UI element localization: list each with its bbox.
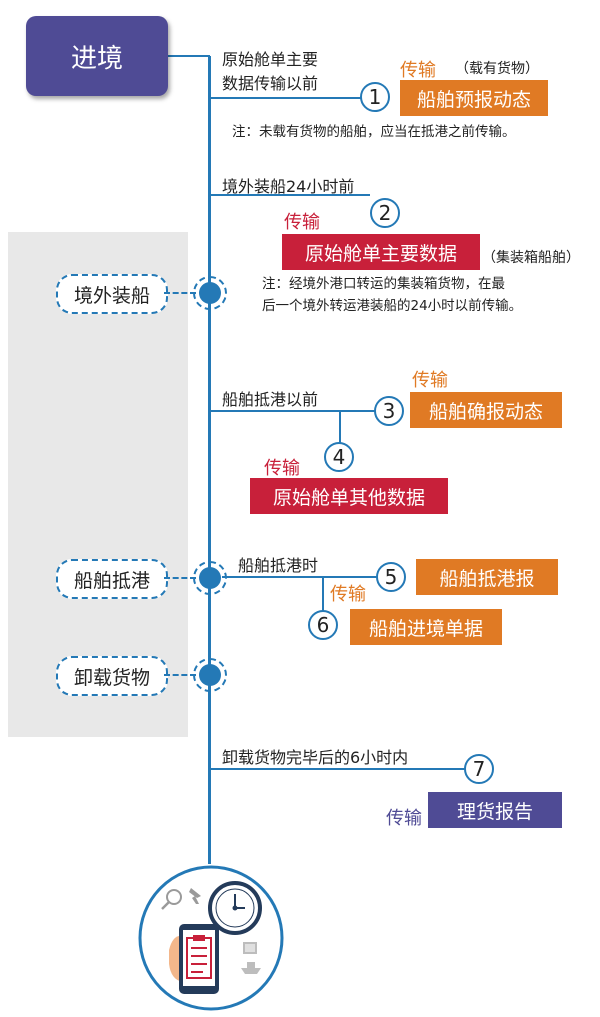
step1-condition: （载有货物） (455, 61, 539, 77)
stage-arrival-node (199, 567, 221, 589)
start-box: 进境 (26, 16, 168, 96)
step5-connector (222, 576, 378, 578)
step3-timing: 船舶抵港以前 (222, 390, 319, 409)
step4-connector (339, 411, 341, 443)
step5-number: 5 (376, 562, 406, 592)
step1-number: 1 (360, 82, 390, 112)
stage-loading-node (199, 282, 221, 304)
stage-loading-label: 境外装船 (56, 274, 168, 314)
stage-loading-ring (193, 276, 227, 310)
step5-tag: 传输 (330, 584, 366, 605)
step6-doc-box: 船舶进境单据 (350, 609, 502, 645)
clock-icon (208, 881, 262, 935)
step6-connector (322, 577, 324, 611)
step4-tag: 传输 (264, 458, 300, 479)
step3-connector (210, 410, 376, 412)
timeline-line (208, 56, 211, 864)
step1-connector (210, 97, 362, 99)
step2-tag: 传输 (284, 212, 320, 233)
stage-unloading-label: 卸载货物 (56, 656, 168, 696)
step2-number: 2 (370, 198, 400, 228)
step1-doc-box: 船舶预报动态 (400, 80, 548, 116)
step3-tag: 传输 (412, 370, 448, 391)
step2-doc-box: 原始舱单主要数据 (282, 234, 480, 270)
step6-number: 6 (308, 610, 338, 640)
stage-loading-connector (164, 292, 196, 294)
step3-number: 3 (374, 396, 404, 426)
airplane-icon (189, 888, 201, 904)
stage-unloading-node (199, 664, 221, 686)
step4-number: 4 (324, 442, 354, 472)
stage-arrival-label: 船舶抵港 (56, 559, 168, 599)
ship-icon (241, 942, 261, 974)
stage-arrival-ring (193, 561, 227, 595)
loading-phase-panel (8, 232, 188, 737)
step1-note: 注：未载有货物的船舶，应当在抵港之前传输。 (232, 124, 516, 140)
step1-tag: 传输 (400, 60, 436, 81)
step1-timing-line2: 数据传输以前 (222, 74, 319, 93)
start-connector (168, 55, 210, 57)
step2-connector (210, 194, 370, 196)
step7-doc-box: 理货报告 (428, 792, 562, 828)
mobile-declaration-illustration (137, 864, 285, 1012)
step5-doc-box: 船舶抵港报 (416, 559, 558, 595)
step1-timing-line1: 原始舱单主要 (222, 50, 319, 69)
step2-condition: （集装箱船舶） (482, 250, 580, 266)
magnifier-icon (161, 889, 182, 910)
step7-timing: 卸载货物完毕后的6小时内 (222, 748, 409, 767)
step2-timing: 境外装船24小时前 (222, 177, 355, 196)
step7-connector (210, 768, 466, 770)
step7-tag: 传输 (386, 808, 422, 829)
step7-number: 7 (464, 754, 494, 784)
step5-timing: 船舶抵港时 (238, 556, 319, 575)
step4-doc-box: 原始舱单其他数据 (250, 478, 448, 514)
checklist-icon (186, 935, 212, 979)
step3-doc-box: 船舶确报动态 (410, 392, 562, 428)
step2-note-line2: 后一个境外转运港装船的24小时以前传输。 (262, 298, 523, 314)
stage-unloading-connector (164, 674, 196, 676)
stage-unloading-ring (193, 658, 227, 692)
stage-arrival-connector (164, 577, 196, 579)
step2-note-line1: 注：经境外港口转运的集装箱货物，在最 (262, 276, 505, 292)
